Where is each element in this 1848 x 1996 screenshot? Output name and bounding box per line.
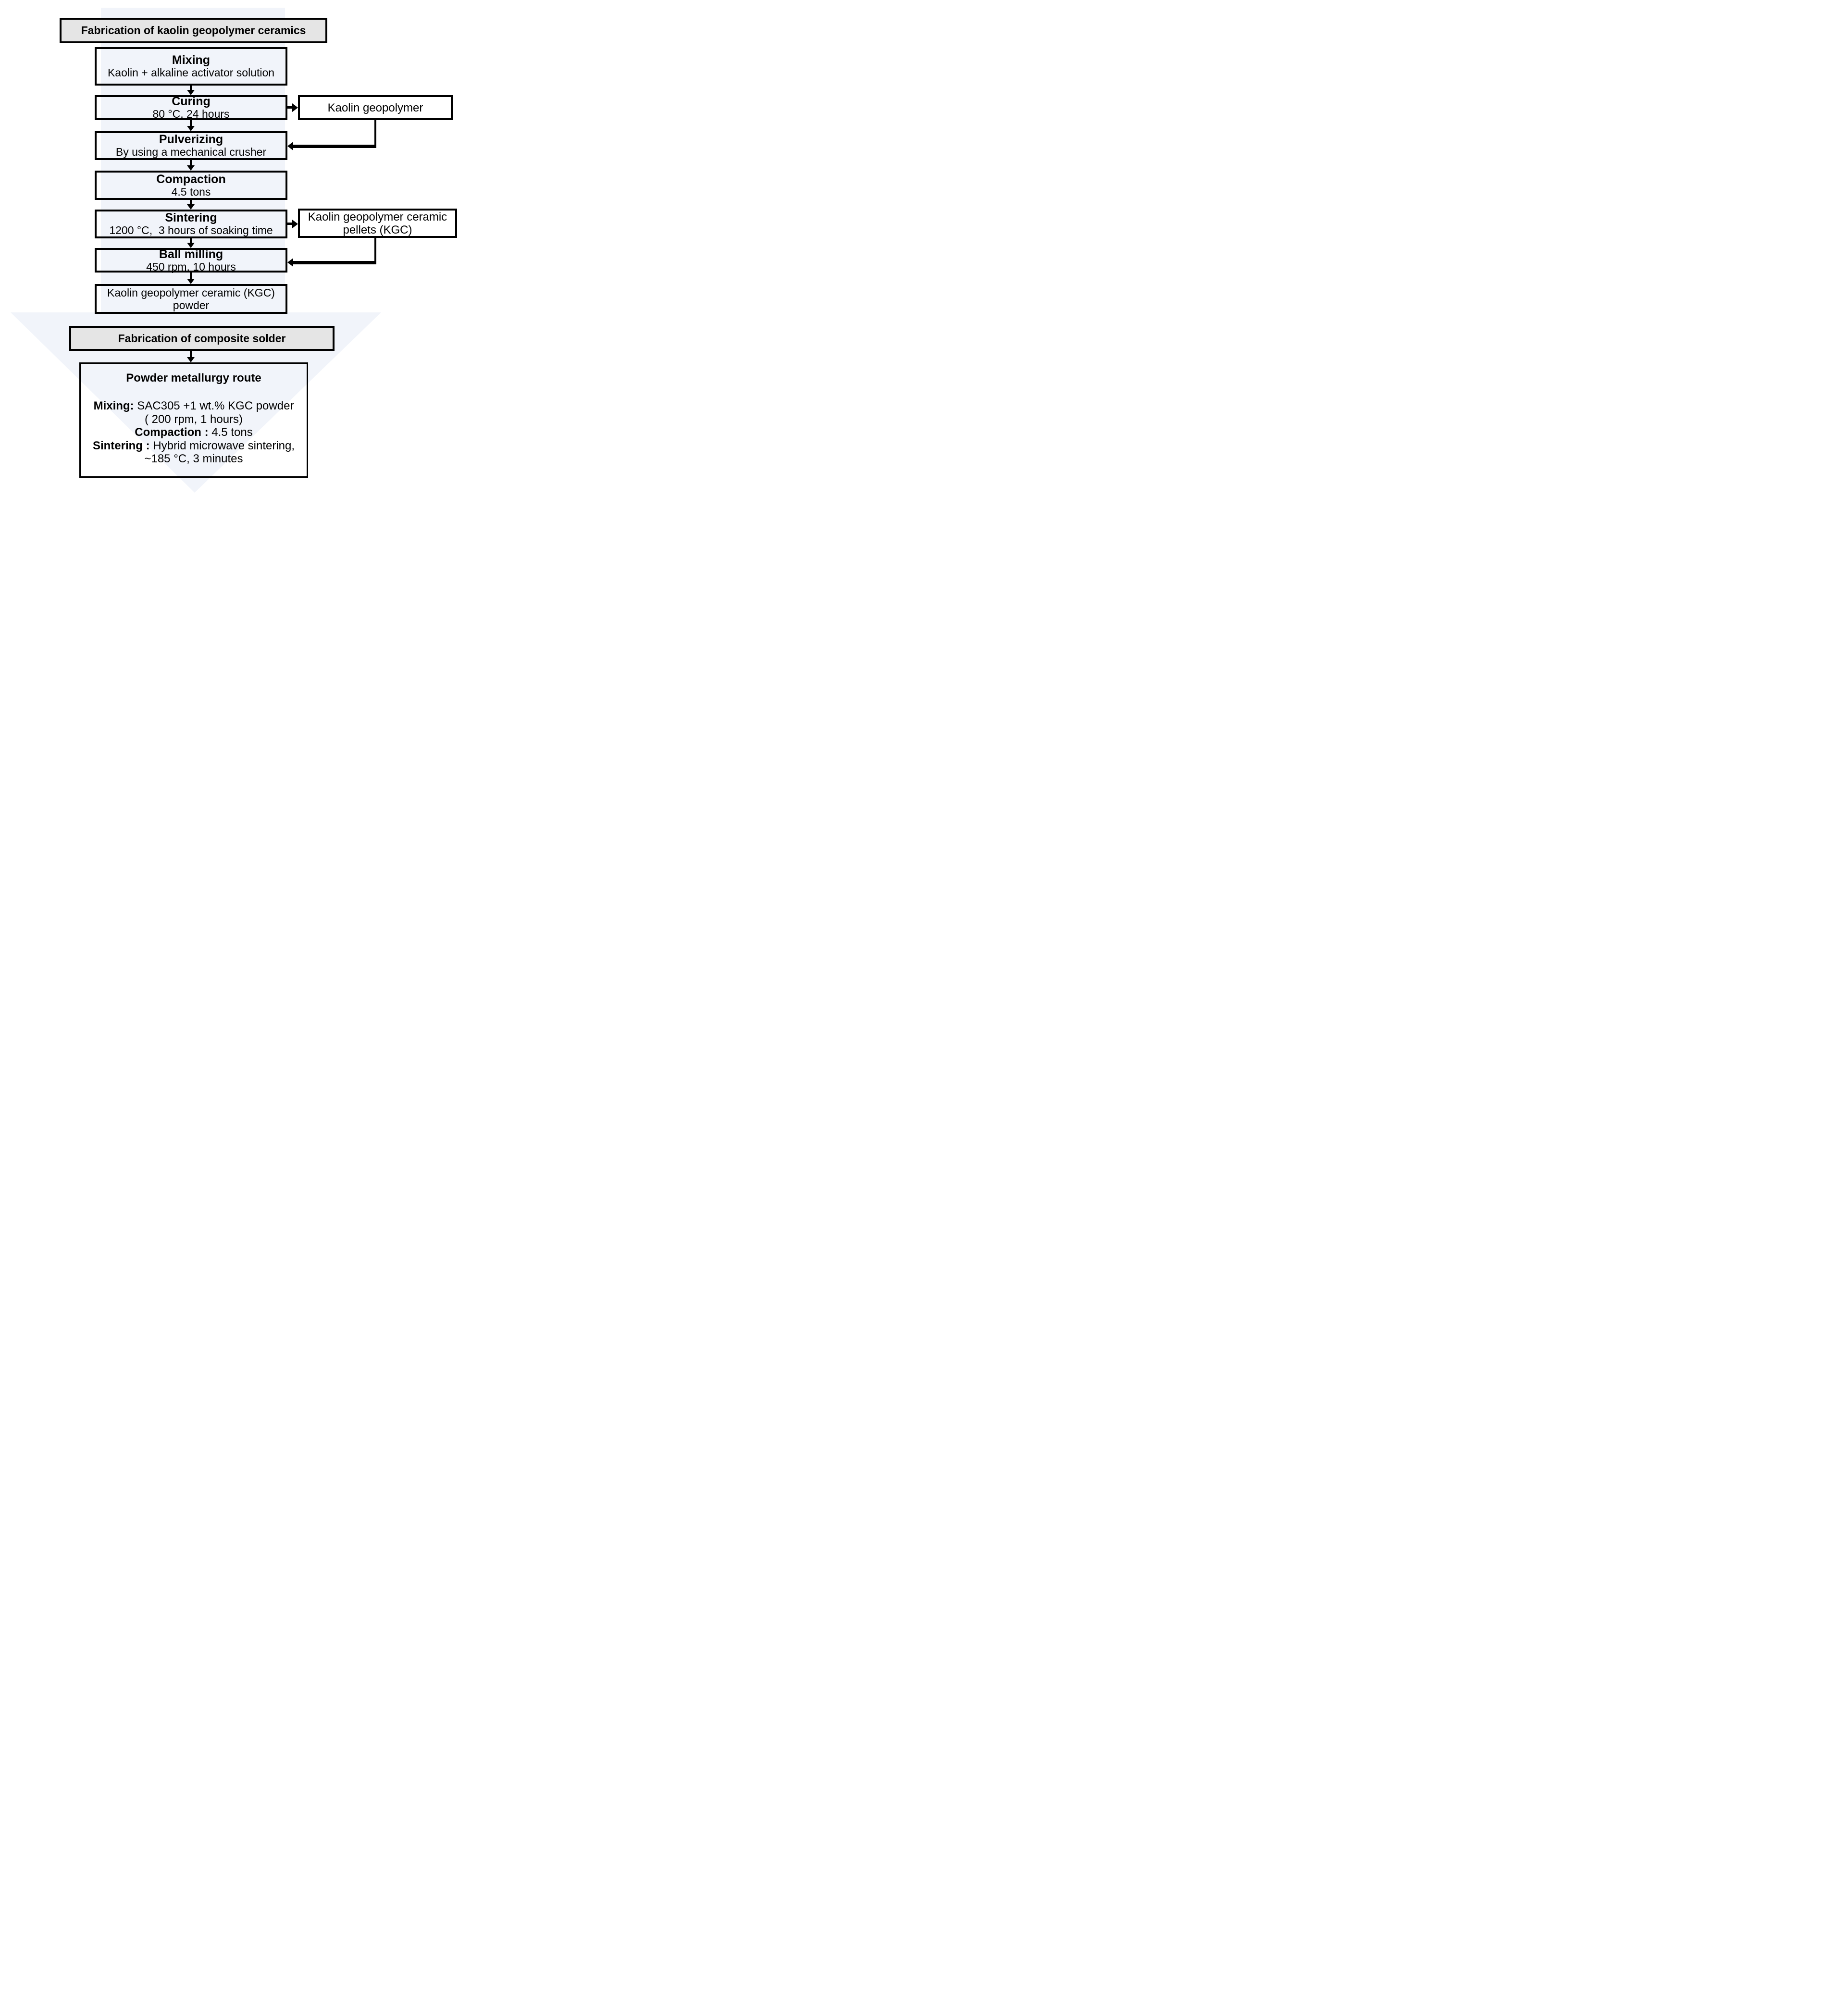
down-arrowhead-icon: [187, 243, 195, 248]
route-line-sintering: Sintering : Hybrid microwave sintering,: [81, 439, 307, 453]
down-arrowhead-icon: [187, 279, 195, 284]
route-line-compaction: Compaction : 4.5 tons: [81, 426, 307, 439]
step-detail: 80 °C, 24 hours: [152, 108, 230, 120]
down-arrowhead-icon: [187, 357, 195, 362]
step-title: Curing: [172, 95, 211, 108]
down-arrow-mixing-curing: [190, 86, 192, 91]
background-band: [101, 8, 285, 312]
right-arrowhead-icon: [292, 220, 298, 228]
step-title: Pulverizing: [159, 133, 223, 146]
down-arrow-ballmilling-powder: [190, 273, 192, 280]
section2-header-label: Fabrication of composite solder: [118, 332, 286, 345]
step-box-curing: Curing 80 °C, 24 hours: [95, 95, 287, 120]
step-detail: By using a mechanical crusher: [115, 146, 267, 158]
route-line-text: ~185 °C, 3 minutes: [144, 452, 243, 465]
route-line-text: ( 200 rpm, 1 hours): [144, 412, 243, 426]
side-box-label: pellets (KGC): [343, 223, 412, 236]
left-arrowhead-icon: [287, 142, 293, 150]
elbow-geopolymer-horizontal: [293, 145, 376, 148]
step-box-ball-milling: Ball milling 450 rpm, 10 hours: [95, 248, 287, 273]
down-arrow-pulverizing-compaction: [190, 160, 192, 167]
route-line-sintering-params: ~185 °C, 3 minutes: [81, 452, 307, 466]
arrow-curing-to-geopolymer: [287, 106, 293, 109]
route-heading: Powder metallurgy route: [126, 372, 261, 384]
step-detail: 450 rpm, 10 hours: [146, 260, 236, 273]
step-title: Compaction: [156, 172, 226, 186]
step-detail: Kaolin + alkaline activator solution: [107, 66, 275, 79]
down-arrow-curing-pulverizing: [190, 120, 192, 127]
result-line: Kaolin geopolymer ceramic (KGC): [107, 286, 275, 299]
side-box-kgc-pellets: Kaolin geopolymer ceramic pellets (KGC): [298, 209, 457, 238]
step-title: Mixing: [172, 53, 211, 67]
elbow-geopolymer-down: [374, 120, 376, 148]
route-line-text: 4.5 tons: [208, 426, 253, 439]
powder-metallurgy-route-box: Powder metallurgy route Mixing: SAC305 +…: [79, 362, 308, 478]
step-title: Ball milling: [159, 247, 223, 261]
step-box-sintering: Sintering 1200 °C, 3 hours of soaking ti…: [95, 210, 287, 238]
step-title: Sintering: [165, 211, 217, 224]
side-box-label: Kaolin geopolymer: [327, 101, 423, 114]
step-box-compaction: Compaction 4.5 tons: [95, 171, 287, 200]
flowchart-canvas: Fabrication of kaolin geopolymer ceramic…: [0, 0, 462, 499]
elbow-pellets-down: [374, 238, 376, 264]
down-arrowhead-icon: [187, 126, 195, 131]
route-line-mixing-params: ( 200 rpm, 1 hours): [81, 413, 307, 426]
step-detail: 1200 °C, 3 hours of soaking time: [109, 224, 273, 236]
route-line-text: SAC305 +1 wt.% KGC powder: [134, 399, 294, 412]
right-arrowhead-icon: [292, 103, 298, 112]
route-line-label: Sintering :: [92, 439, 150, 452]
step-box-pulverizing: Pulverizing By using a mechanical crushe…: [95, 131, 287, 160]
side-box-label: Kaolin geopolymer ceramic: [308, 210, 447, 223]
left-arrowhead-icon: [287, 258, 293, 267]
section1-header-label: Fabrication of kaolin geopolymer ceramic…: [81, 24, 306, 37]
down-arrowhead-icon: [187, 90, 195, 95]
result-box-kgc-powder: Kaolin geopolymer ceramic (KGC) powder: [95, 284, 287, 314]
step-box-mixing: Mixing Kaolin + alkaline activator solut…: [95, 47, 287, 86]
route-line-label: Compaction :: [135, 426, 209, 439]
down-arrow-compaction-sintering: [190, 200, 192, 206]
section1-header-box: Fabrication of kaolin geopolymer ceramic…: [60, 18, 327, 43]
elbow-pellets-horizontal: [293, 261, 376, 264]
down-arrow-sintering-ballmilling: [190, 238, 192, 244]
section2-header-box: Fabrication of composite solder: [69, 326, 335, 351]
route-line-mixing: Mixing: SAC305 +1 wt.% KGC powder: [81, 399, 307, 413]
down-arrowhead-icon: [187, 204, 195, 210]
down-arrowhead-icon: [187, 165, 195, 171]
route-line-label: Mixing:: [93, 399, 134, 412]
step-detail: 4.5 tons: [171, 185, 211, 198]
route-line-text: Hybrid microwave sintering,: [149, 439, 295, 452]
side-box-kaolin-geopolymer: Kaolin geopolymer: [298, 95, 453, 120]
result-line: powder: [173, 299, 210, 311]
background-arrow-triangle: [11, 312, 381, 493]
arrow-sintering-to-pellets: [287, 223, 293, 225]
down-arrow-header-route: [190, 351, 192, 359]
